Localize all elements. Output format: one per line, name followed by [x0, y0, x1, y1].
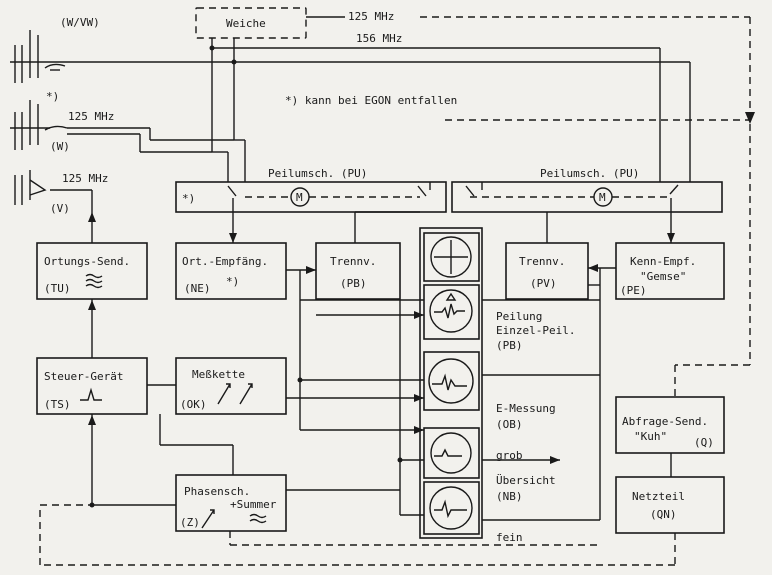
label-ob: (OB)	[496, 418, 523, 431]
box-qn	[615, 476, 725, 534]
scope-panel	[419, 227, 483, 539]
z-name: Phasensch.	[184, 485, 250, 498]
antenna-v	[14, 170, 47, 205]
scope-2	[423, 284, 480, 340]
z-phase-icon	[201, 509, 267, 529]
q-name2: "Kuh"	[634, 430, 667, 443]
scope-1	[423, 232, 480, 282]
note-text: *) kann bei EGON entfallen	[285, 94, 457, 107]
pu-left-label: Peilumsch. (PU)	[268, 167, 367, 180]
ne-star: *)	[226, 275, 239, 288]
ts-code: (TS)	[44, 398, 71, 411]
antenna-w	[10, 100, 68, 150]
label-freq-156: 156 MHz	[356, 32, 402, 45]
ne-code: (NE)	[184, 282, 211, 295]
pb-name: Trennv.	[330, 255, 376, 268]
pu-right-label: Peilumsch. (PU)	[540, 167, 639, 180]
label-ant-w-freq: 125 MHz	[68, 110, 114, 123]
label-emessung: E-Messung	[496, 402, 556, 415]
label-nb: (NB)	[496, 490, 523, 503]
z-code: (Z)	[180, 516, 200, 529]
label-ant-w: (W)	[50, 140, 70, 153]
pe-name2: "Gemse"	[640, 270, 686, 283]
scope-5	[423, 481, 480, 535]
antenna-wvw	[10, 30, 66, 83]
pu-right-box	[451, 181, 723, 213]
weiche-box	[195, 7, 307, 39]
box-ok	[175, 357, 287, 415]
label-freq-125-top: 125 MHz	[348, 10, 394, 23]
pe-code: (PE)	[620, 284, 647, 297]
label-uebersicht: Übersicht	[496, 474, 556, 487]
box-pe	[615, 242, 725, 300]
tu-name: Ortungs-Send.	[44, 255, 130, 268]
label-ant-v-freq: 125 MHz	[62, 172, 108, 185]
scope-4	[423, 427, 480, 479]
label-fein: fein	[496, 531, 523, 544]
label-grob: grob	[496, 449, 523, 462]
qn-name: Netzteil	[632, 490, 685, 503]
ts-pulse-icon	[80, 387, 102, 401]
label-pb-disp: (PB)	[496, 339, 523, 352]
motor-right-label: M	[599, 191, 606, 204]
q-code: (Q)	[694, 436, 714, 449]
box-ne	[175, 242, 287, 300]
tu-wave-icon	[85, 273, 103, 289]
pu-left-box	[175, 181, 447, 213]
box-pb	[315, 242, 401, 300]
box-z	[175, 474, 287, 532]
label-peilung: Peilung	[496, 310, 542, 323]
q-name: Abfrage-Send.	[622, 415, 708, 428]
pu-left-star: *)	[182, 192, 195, 205]
label-ant-wvw: (W/VW)	[60, 16, 100, 29]
pv-name: Trennv.	[519, 255, 565, 268]
ok-name: Meßkette	[192, 368, 245, 381]
label-ant-v: (V)	[50, 202, 70, 215]
label-ant-w-star: *)	[46, 90, 59, 103]
box-pv	[505, 242, 589, 300]
pe-name: Kenn-Empf.	[630, 255, 696, 268]
z-name2: +Summer	[230, 498, 277, 511]
weiche-label: Weiche	[226, 17, 266, 30]
scope-3	[423, 351, 480, 411]
box-q	[615, 396, 725, 454]
ne-name: Ort.-Empfäng.	[182, 255, 268, 268]
motor-left-label: M	[296, 191, 303, 204]
ts-name: Steuer-Gerät	[44, 370, 123, 383]
pb-code: (PB)	[340, 277, 367, 290]
label-einzel: Einzel-Peil.	[496, 324, 575, 337]
ok-tuning-icon	[217, 383, 253, 405]
tu-code: (TU)	[44, 282, 71, 295]
ok-code: (OK)	[180, 398, 207, 411]
pv-code: (PV)	[530, 277, 557, 290]
qn-code: (QN)	[650, 508, 677, 521]
